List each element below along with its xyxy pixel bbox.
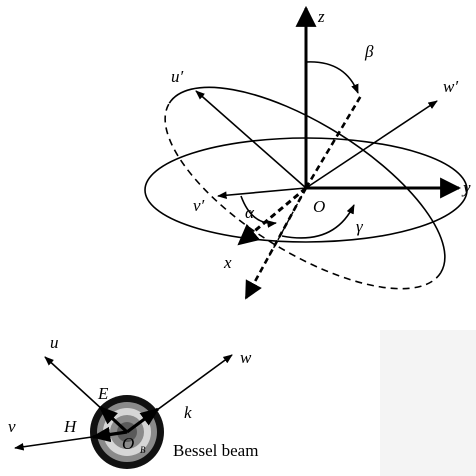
origin-label: O <box>313 197 325 216</box>
x-axis <box>237 186 307 246</box>
u-axis-label: u <box>50 333 59 352</box>
beam-origin-label: O <box>122 434 134 453</box>
e-field-label: E <box>97 384 109 403</box>
bottom-diagram: u w v E H k O B Bessel beam <box>8 333 258 469</box>
background-panel <box>380 330 476 476</box>
gamma-arc <box>281 204 355 239</box>
h-field-vector <box>91 426 128 443</box>
z-axis-label: z <box>317 7 325 26</box>
w-prime-label: w′ <box>443 77 458 96</box>
alpha-arc <box>240 195 277 228</box>
beta-label: β <box>364 42 374 61</box>
u-prime-label: u′ <box>171 67 184 86</box>
top-diagram: z y x u′ v′ w′ O α β γ <box>144 5 471 300</box>
beta-arc <box>305 61 359 94</box>
v-prime-label: v′ <box>193 196 205 215</box>
beam-origin-subscript: B <box>140 445 146 455</box>
h-field-label: H <box>63 417 78 436</box>
v-axis-label: v <box>8 417 16 436</box>
y-axis-label: y <box>461 178 471 197</box>
x-axis-label: x <box>223 253 232 272</box>
k-vector-label: k <box>184 403 192 422</box>
k-wave-vector <box>126 407 160 434</box>
w-prime-axis <box>305 100 438 189</box>
gamma-label: γ <box>356 217 364 236</box>
w-axis-label: w <box>240 348 252 367</box>
v-prime-axis <box>217 187 307 200</box>
bessel-beam-label: Bessel beam <box>173 441 258 460</box>
alpha-label: α <box>245 203 255 222</box>
u-prime-axis <box>195 90 307 189</box>
e-field-vector <box>98 405 129 434</box>
rotation-axis-upper <box>304 93 364 189</box>
